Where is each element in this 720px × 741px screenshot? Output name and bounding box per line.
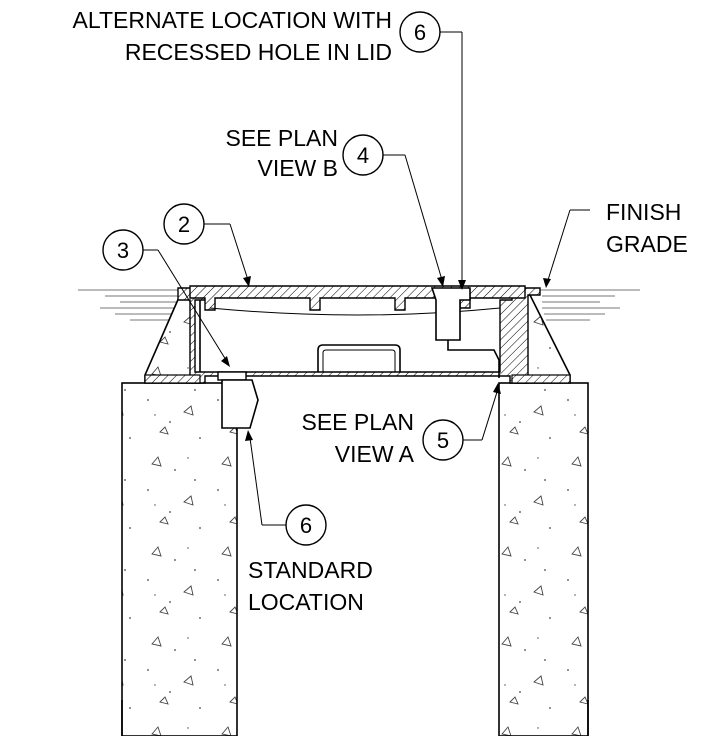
svg-text:3: 3 [117,238,129,263]
label-alternate-line1: ALTERNATE LOCATION WITH [73,7,392,33]
svg-text:6: 6 [300,513,312,538]
leader-lines [143,31,590,526]
label-see-plan-a-line2: VIEW A [335,441,415,467]
callout-3: 3 [102,229,144,271]
callout-6-alternate: 6 [399,11,441,53]
svg-text:5: 5 [437,428,449,453]
label-standard-line2: LOCATION [248,589,364,615]
callout-5: 5 [422,419,464,461]
label-see-plan-a-line1: SEE PLAN [302,409,415,435]
lid-handle [317,344,401,372]
label-finish-line1: FINISH [606,199,681,225]
svg-text:2: 2 [178,212,190,237]
label-see-plan-b-line2: VIEW B [257,155,338,181]
concrete-wall-right [498,382,589,737]
svg-text:4: 4 [357,143,369,168]
transmitter-standard [217,371,259,429]
svg-text:6: 6 [414,20,426,45]
meter-box-frame [144,287,571,384]
label-finish-line2: GRADE [606,231,688,257]
meter-box-lid [189,285,526,316]
label-alternate-line2: RECESSED HOLE IN LID [125,39,392,65]
callout-2: 2 [163,203,205,245]
concrete-wall-left [121,382,238,737]
transmitter-alternate [430,287,500,378]
label-see-plan-b-line1: SEE PLAN [226,125,339,151]
label-standard-line1: STANDARD [248,557,373,583]
finish-grade-lines [78,289,640,321]
callout-6-standard: 6 [285,504,327,546]
callout-4: 4 [342,134,384,176]
